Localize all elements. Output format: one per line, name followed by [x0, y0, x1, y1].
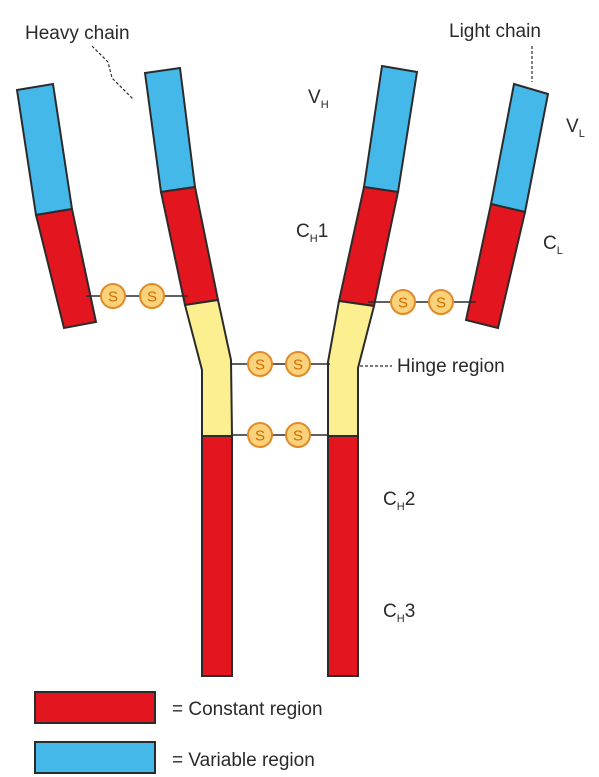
ch3-label-num: 3	[405, 601, 416, 622]
right-light-variable-segment	[491, 84, 548, 212]
ch3-label: CH3	[383, 601, 415, 625]
left-heavy-chain	[145, 68, 232, 676]
left-heavy-variable-segment	[145, 68, 195, 192]
vl-label-main: V	[566, 116, 579, 137]
ch1-label-num: 1	[318, 221, 329, 242]
ch2-label-main: C	[383, 489, 397, 510]
legend-constant-label: = Constant region	[172, 699, 323, 720]
ch2-label-sub: H	[397, 501, 405, 513]
left-light-constant-segment	[36, 209, 96, 328]
left-light-variable-segment	[17, 84, 72, 215]
sulfur-label: S	[293, 357, 303, 374]
left-heavy-constant-ch1-segment	[161, 187, 218, 305]
legend-constant-swatch	[35, 692, 155, 723]
sulfur-label: S	[398, 295, 408, 312]
legend: = Constant region = Variable region	[35, 692, 323, 773]
cl-label-main: C	[543, 233, 557, 254]
ch2-label: CH2	[383, 489, 415, 513]
sulfur-label: S	[255, 357, 265, 374]
sulfur-label: S	[255, 428, 265, 445]
vl-label: VL	[566, 116, 585, 140]
sulfur-label: S	[147, 289, 157, 306]
right-heavy-constant-ch1-segment	[339, 187, 398, 306]
left-light-chain	[17, 84, 96, 328]
disulfide-bond-hinge-lower: S S	[232, 423, 328, 447]
light-chain-label: Light chain	[449, 21, 541, 42]
ch3-label-main: C	[383, 601, 397, 622]
ch1-label: CH1	[296, 221, 328, 245]
hinge-region-label: Hinge region	[397, 356, 505, 377]
right-heavy-hinge-segment	[328, 301, 374, 436]
cl-label: CL	[543, 233, 563, 257]
left-heavy-hinge-segment	[185, 300, 232, 436]
sulfur-label: S	[108, 289, 118, 306]
vh-label-main: V	[308, 87, 321, 108]
disulfide-bond-left: S S	[86, 284, 188, 308]
heavy-chain-leader-line	[92, 46, 134, 100]
heavy-chain-label: Heavy chain	[25, 23, 130, 44]
right-heavy-variable-segment	[364, 66, 417, 192]
ch2-label-num: 2	[405, 489, 416, 510]
legend-variable-swatch	[35, 742, 155, 773]
legend-variable-label: = Variable region	[172, 750, 315, 771]
disulfide-bond-hinge-upper: S S	[230, 352, 330, 376]
left-heavy-constant-ch2-ch3-segment	[202, 436, 232, 676]
right-light-constant-segment	[466, 204, 525, 328]
sulfur-label: S	[293, 428, 303, 445]
right-light-chain	[466, 84, 548, 328]
vl-label-sub: L	[579, 128, 585, 140]
sulfur-label: S	[436, 295, 446, 312]
cl-label-sub: L	[557, 245, 563, 257]
ch1-label-sub: H	[310, 233, 318, 245]
vh-label: VH	[308, 87, 329, 111]
disulfide-bond-right: S S	[368, 290, 476, 314]
right-heavy-constant-ch2-ch3-segment	[328, 436, 358, 676]
ch3-label-sub: H	[397, 613, 405, 625]
vh-label-sub: H	[321, 99, 329, 111]
ch1-label-main: C	[296, 221, 310, 242]
